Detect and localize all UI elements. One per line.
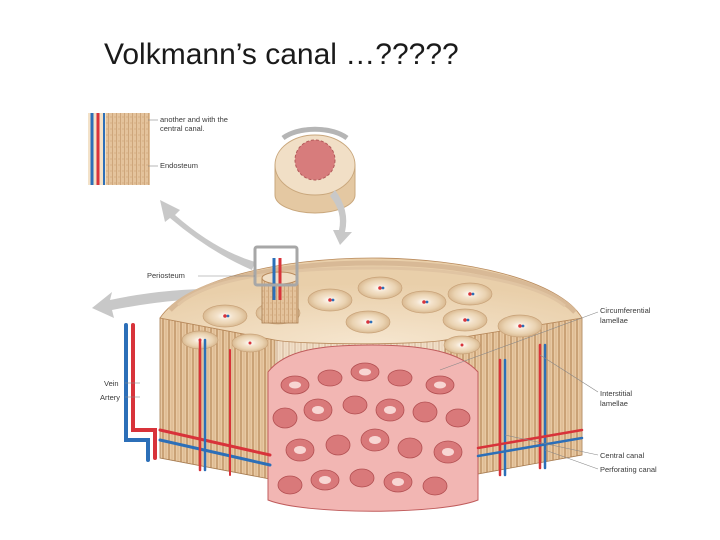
artery-vessel [131,323,157,460]
label-periosteum: Periosteum [147,271,185,280]
slide-title: Volkmann’s canal …????? [104,38,459,71]
label-perforating-canal: Perforating canal [600,465,657,474]
inset-osteon-detail: another and with the central canal. Endo… [88,113,228,185]
highlighted-osteon [253,245,299,324]
label-central-canal: Central canal [600,451,645,460]
vein-vessel [124,323,150,462]
label-vein: Vein [104,379,119,388]
arrow-up-left-icon [160,200,255,270]
trabeculae [272,362,471,496]
spongy-bone [267,344,479,512]
trabecula-holes [289,368,454,486]
label-circumferential-1: Circumferential [600,306,651,315]
label-endosteum: Endosteum [160,161,198,170]
inset-caption-line1: another and with the [160,115,228,124]
leader-lines [125,275,599,470]
arrow-down-icon [330,190,352,245]
label-circumferential-2: lamellae [600,316,628,325]
bone-cylinder-icon [274,126,356,214]
inset-caption-line2: central canal. [160,124,205,133]
label-artery: Artery [100,393,120,402]
label-interstitial-1: Interstitial [600,389,632,398]
highlight-box [253,245,299,287]
blood-vessels [124,323,584,477]
osteons [181,276,543,355]
bone-section [124,245,584,512]
label-interstitial-2: lamellae [600,399,628,408]
